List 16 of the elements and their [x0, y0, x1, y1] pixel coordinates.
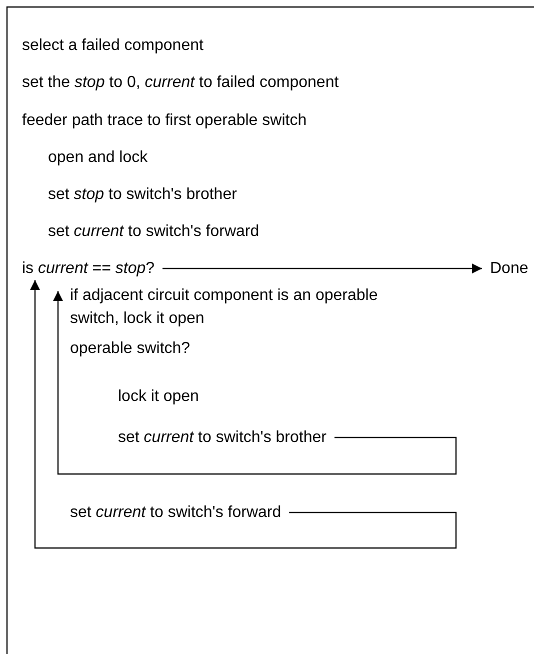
arrow	[162, 264, 482, 274]
arrow	[30, 280, 457, 549]
step-text: is current == stop?	[20, 257, 163, 280]
step-text: set current to switch's forward	[48, 222, 260, 242]
step-text: lock it open	[118, 387, 199, 407]
step-text: if adjacent circuit component is an operable switch, lock it open	[52, 284, 404, 330]
step-text: Done	[482, 257, 534, 280]
step-text: feeder path trace to first operable switch	[22, 111, 307, 131]
arrow	[53, 291, 457, 475]
step-text: operable switch?	[70, 339, 190, 359]
step-text: set current to switch's forward	[68, 501, 290, 524]
step-text: select a failed component	[22, 36, 204, 56]
step-text: set stop to switch's brother	[48, 185, 237, 205]
step-text: open and lock	[48, 148, 148, 168]
step-text: set current to switch's brother	[116, 426, 334, 449]
step-text: set the stop to 0, current to failed component	[22, 73, 339, 93]
